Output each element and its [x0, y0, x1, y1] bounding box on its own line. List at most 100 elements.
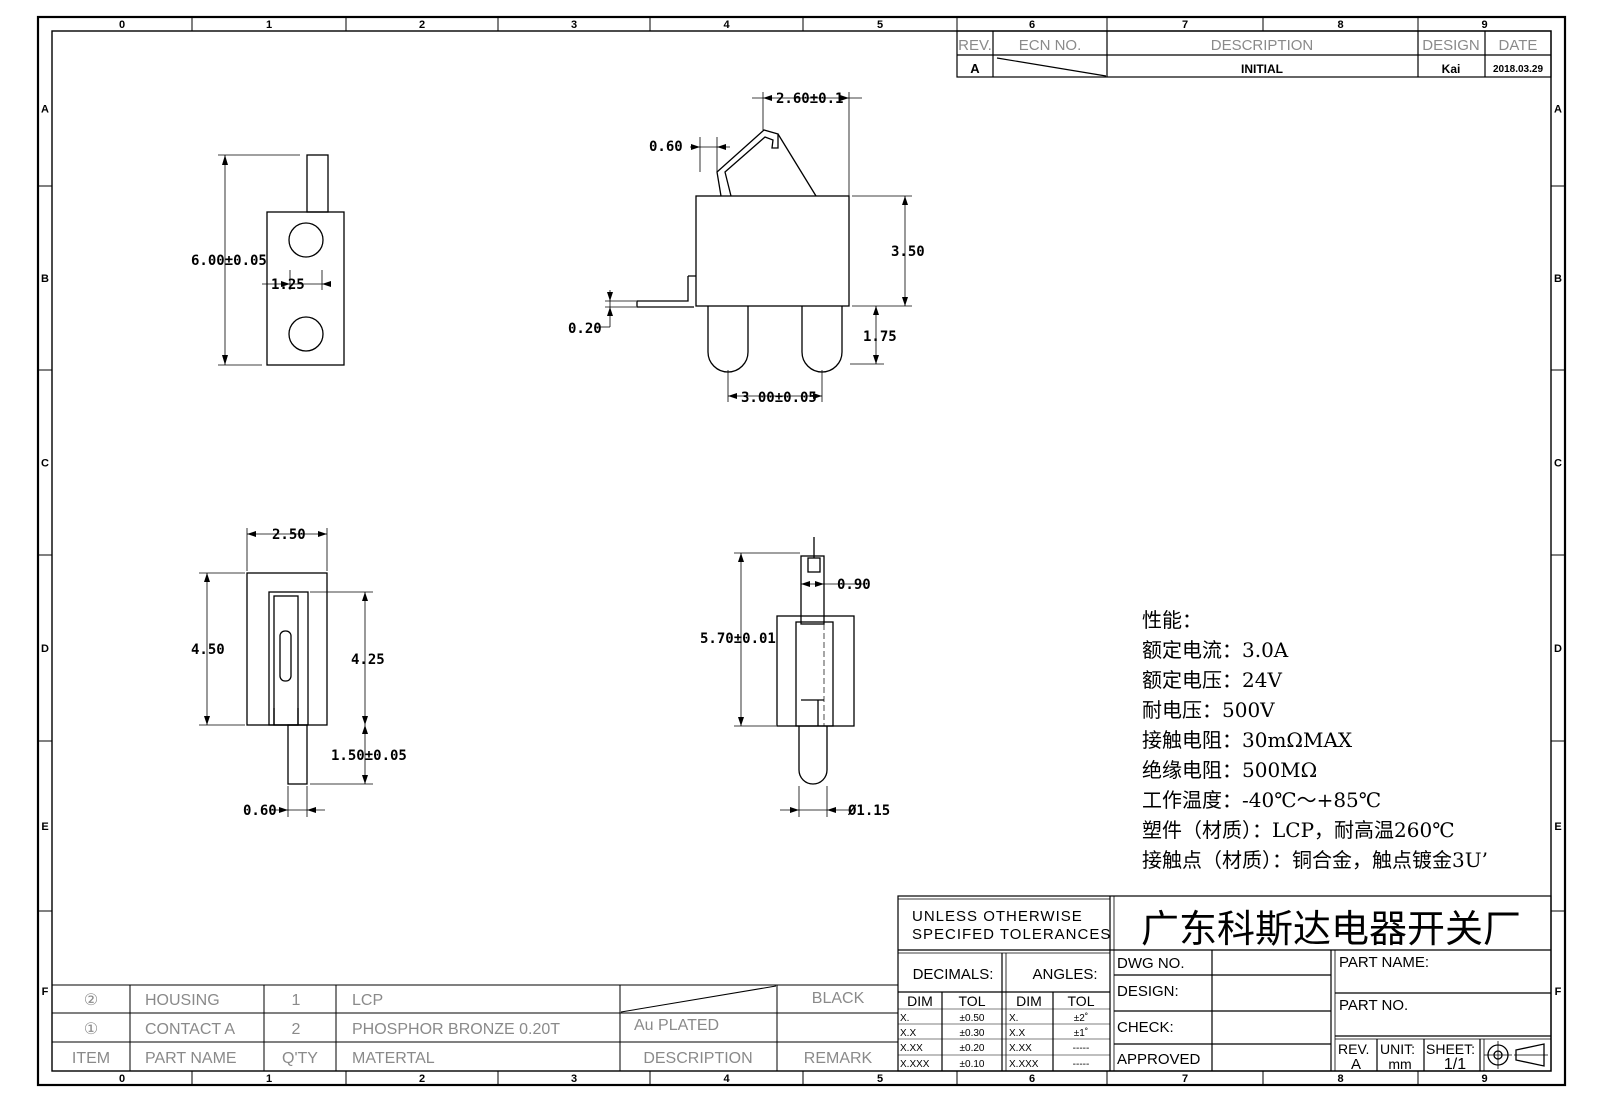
bom-header-material: MATERTAL: [352, 1050, 435, 1067]
zone-label: E: [41, 821, 48, 833]
zone-label: 6: [1029, 19, 1035, 31]
zone-label: 2: [419, 1073, 425, 1085]
bom-header-qty: Q'TY: [282, 1050, 318, 1067]
spec-line: 额定电压：24V: [1142, 668, 1282, 692]
decimal-tol: ±0.30: [960, 1028, 985, 1039]
angle-dim: X.: [1009, 1013, 1018, 1024]
zone-label: 3: [571, 19, 577, 31]
decimal-dim: X.: [900, 1013, 909, 1024]
bom-item: ②: [84, 992, 98, 1009]
dim-body-3-5: 3.50: [891, 244, 925, 260]
dim-pitch-3: 3.00±0.05: [741, 390, 817, 406]
tolerance-note: UNLESS OTHERWISE: [912, 908, 1083, 925]
zone-label: 0: [119, 1073, 125, 1085]
zone-label: 1: [266, 19, 272, 31]
rev-date: 2018.03.29: [1493, 64, 1543, 75]
revision-block: REV. ECN NO. DESCRIPTION DESIGN DATE A I…: [956, 30, 1552, 78]
bom-description: Au PLATED: [634, 1017, 719, 1034]
zone-label: 5: [877, 1073, 883, 1085]
bom-material: PHOSPHOR BRONZE 0.20T: [352, 1021, 560, 1038]
zone-label: 2: [419, 19, 425, 31]
zone-label: 0: [119, 19, 125, 31]
company-name: 广东科斯达电器开关厂: [1141, 909, 1521, 951]
angles-label: ANGLES:: [1032, 966, 1097, 983]
zone-label: 8: [1337, 19, 1343, 31]
dim-height-5-7: 5.70±0.01: [700, 631, 776, 647]
bom-qty: 1: [292, 992, 301, 1009]
bom-header-part-name: PART NAME: [145, 1050, 237, 1067]
bom-part-name: HOUSING: [145, 992, 220, 1009]
spec-line: 绝缘电阻：500MΩ: [1142, 758, 1317, 782]
spec-line: 塑件（材质）：LCP，耐高温260℃: [1142, 818, 1455, 842]
decimal-tol: ±0.20: [960, 1043, 985, 1054]
decimal-dim: X.X: [900, 1028, 916, 1039]
zone-label: E: [1554, 821, 1561, 833]
rev-value: A: [970, 61, 980, 76]
zone-ticks: [38, 17, 1565, 1085]
view-top-center: [596, 92, 912, 402]
dim-tail-0-6: 0.60: [243, 803, 277, 819]
specifications: 性能： 额定电流：3.0A 额定电压：24V 耐电压：500V 接触电阻：30m…: [1142, 608, 1488, 872]
angle-dim: X.XXX: [1009, 1059, 1039, 1070]
sheet-label: SHEET:: [1426, 1041, 1475, 1057]
decimal-dim: X.XX: [900, 1043, 923, 1054]
zone-label: F: [1555, 986, 1562, 998]
frame: [36, 15, 1567, 1087]
rev-letter: A: [1351, 1056, 1361, 1073]
bom-material: LCP: [352, 992, 383, 1009]
projection-symbol-icon: [1484, 1041, 1548, 1069]
spec-line: 接触电阻：30mΩMAX: [1142, 728, 1353, 752]
zone-label: 5: [877, 19, 883, 31]
dwg-no-label: DWG NO.: [1117, 955, 1185, 972]
dim-lead-0-2: 0.20: [568, 321, 602, 337]
zone-label: B: [41, 273, 49, 285]
angle-tol: ±1˚: [1074, 1027, 1088, 1039]
approved-label: APPROVED: [1117, 1051, 1201, 1068]
tolerance-note: SPECIFED TOLERANCES: [912, 926, 1111, 943]
angle-tol: ±2˚: [1074, 1012, 1088, 1024]
zone-label: A: [41, 104, 49, 116]
bom-table: ② HOUSING 1 LCP BLACK ① CONTACT A 2 PHOS…: [52, 984, 898, 1071]
dim-width-2-6: 2.60±0.1: [776, 91, 843, 107]
spec-line: 接触点（材质）：铜合金，触点镀金3U’: [1142, 848, 1488, 872]
angle-tol: -----: [1073, 1059, 1090, 1070]
zone-label: F: [42, 986, 49, 998]
part-no-label: PART NO.: [1339, 997, 1408, 1014]
decimal-dim: X.XXX: [900, 1059, 930, 1070]
zone-label: 9: [1481, 19, 1487, 31]
spec-title: 性能：: [1142, 608, 1202, 632]
view-top-left: [218, 154, 345, 366]
dim-height-4-5: 4.50: [191, 642, 225, 658]
rev-header: REV.: [958, 37, 992, 54]
zone-label: 1: [266, 1073, 272, 1085]
zone-label: 9: [1481, 1073, 1487, 1085]
zone-label: C: [41, 458, 49, 470]
zone-label: 4: [723, 1073, 730, 1085]
check-label: CHECK:: [1117, 1019, 1174, 1036]
zone-label: D: [41, 643, 49, 655]
rev-designer: Kai: [1442, 62, 1461, 76]
zone-label: 8: [1337, 1073, 1343, 1085]
decimals-label: DECIMALS:: [913, 966, 994, 983]
bom-remark: BLACK: [812, 990, 865, 1007]
unit-value: mm: [1388, 1056, 1411, 1072]
bom-item: ①: [84, 1021, 98, 1038]
zone-label: B: [1554, 273, 1562, 285]
zone-label: 4: [723, 19, 730, 31]
unit-label: UNIT:: [1380, 1041, 1415, 1057]
zone-label: 6: [1029, 1073, 1035, 1085]
angle-dim: X.X: [1009, 1028, 1025, 1039]
dim-header: DIM: [907, 993, 933, 1009]
view-bottom-center: [734, 537, 865, 817]
zone-label: A: [1554, 104, 1562, 116]
design-header: DESIGN: [1422, 37, 1480, 54]
dim-tail-1-5: 1.50±0.05: [331, 748, 407, 764]
dim-header: DIM: [1016, 993, 1042, 1009]
part-name-label: PART NAME:: [1339, 954, 1429, 971]
bom-qty: 2: [292, 1021, 301, 1038]
decimal-tol: ±0.10: [960, 1059, 985, 1070]
zone-label: 7: [1182, 19, 1188, 31]
ecn-header: ECN NO.: [1019, 37, 1082, 54]
